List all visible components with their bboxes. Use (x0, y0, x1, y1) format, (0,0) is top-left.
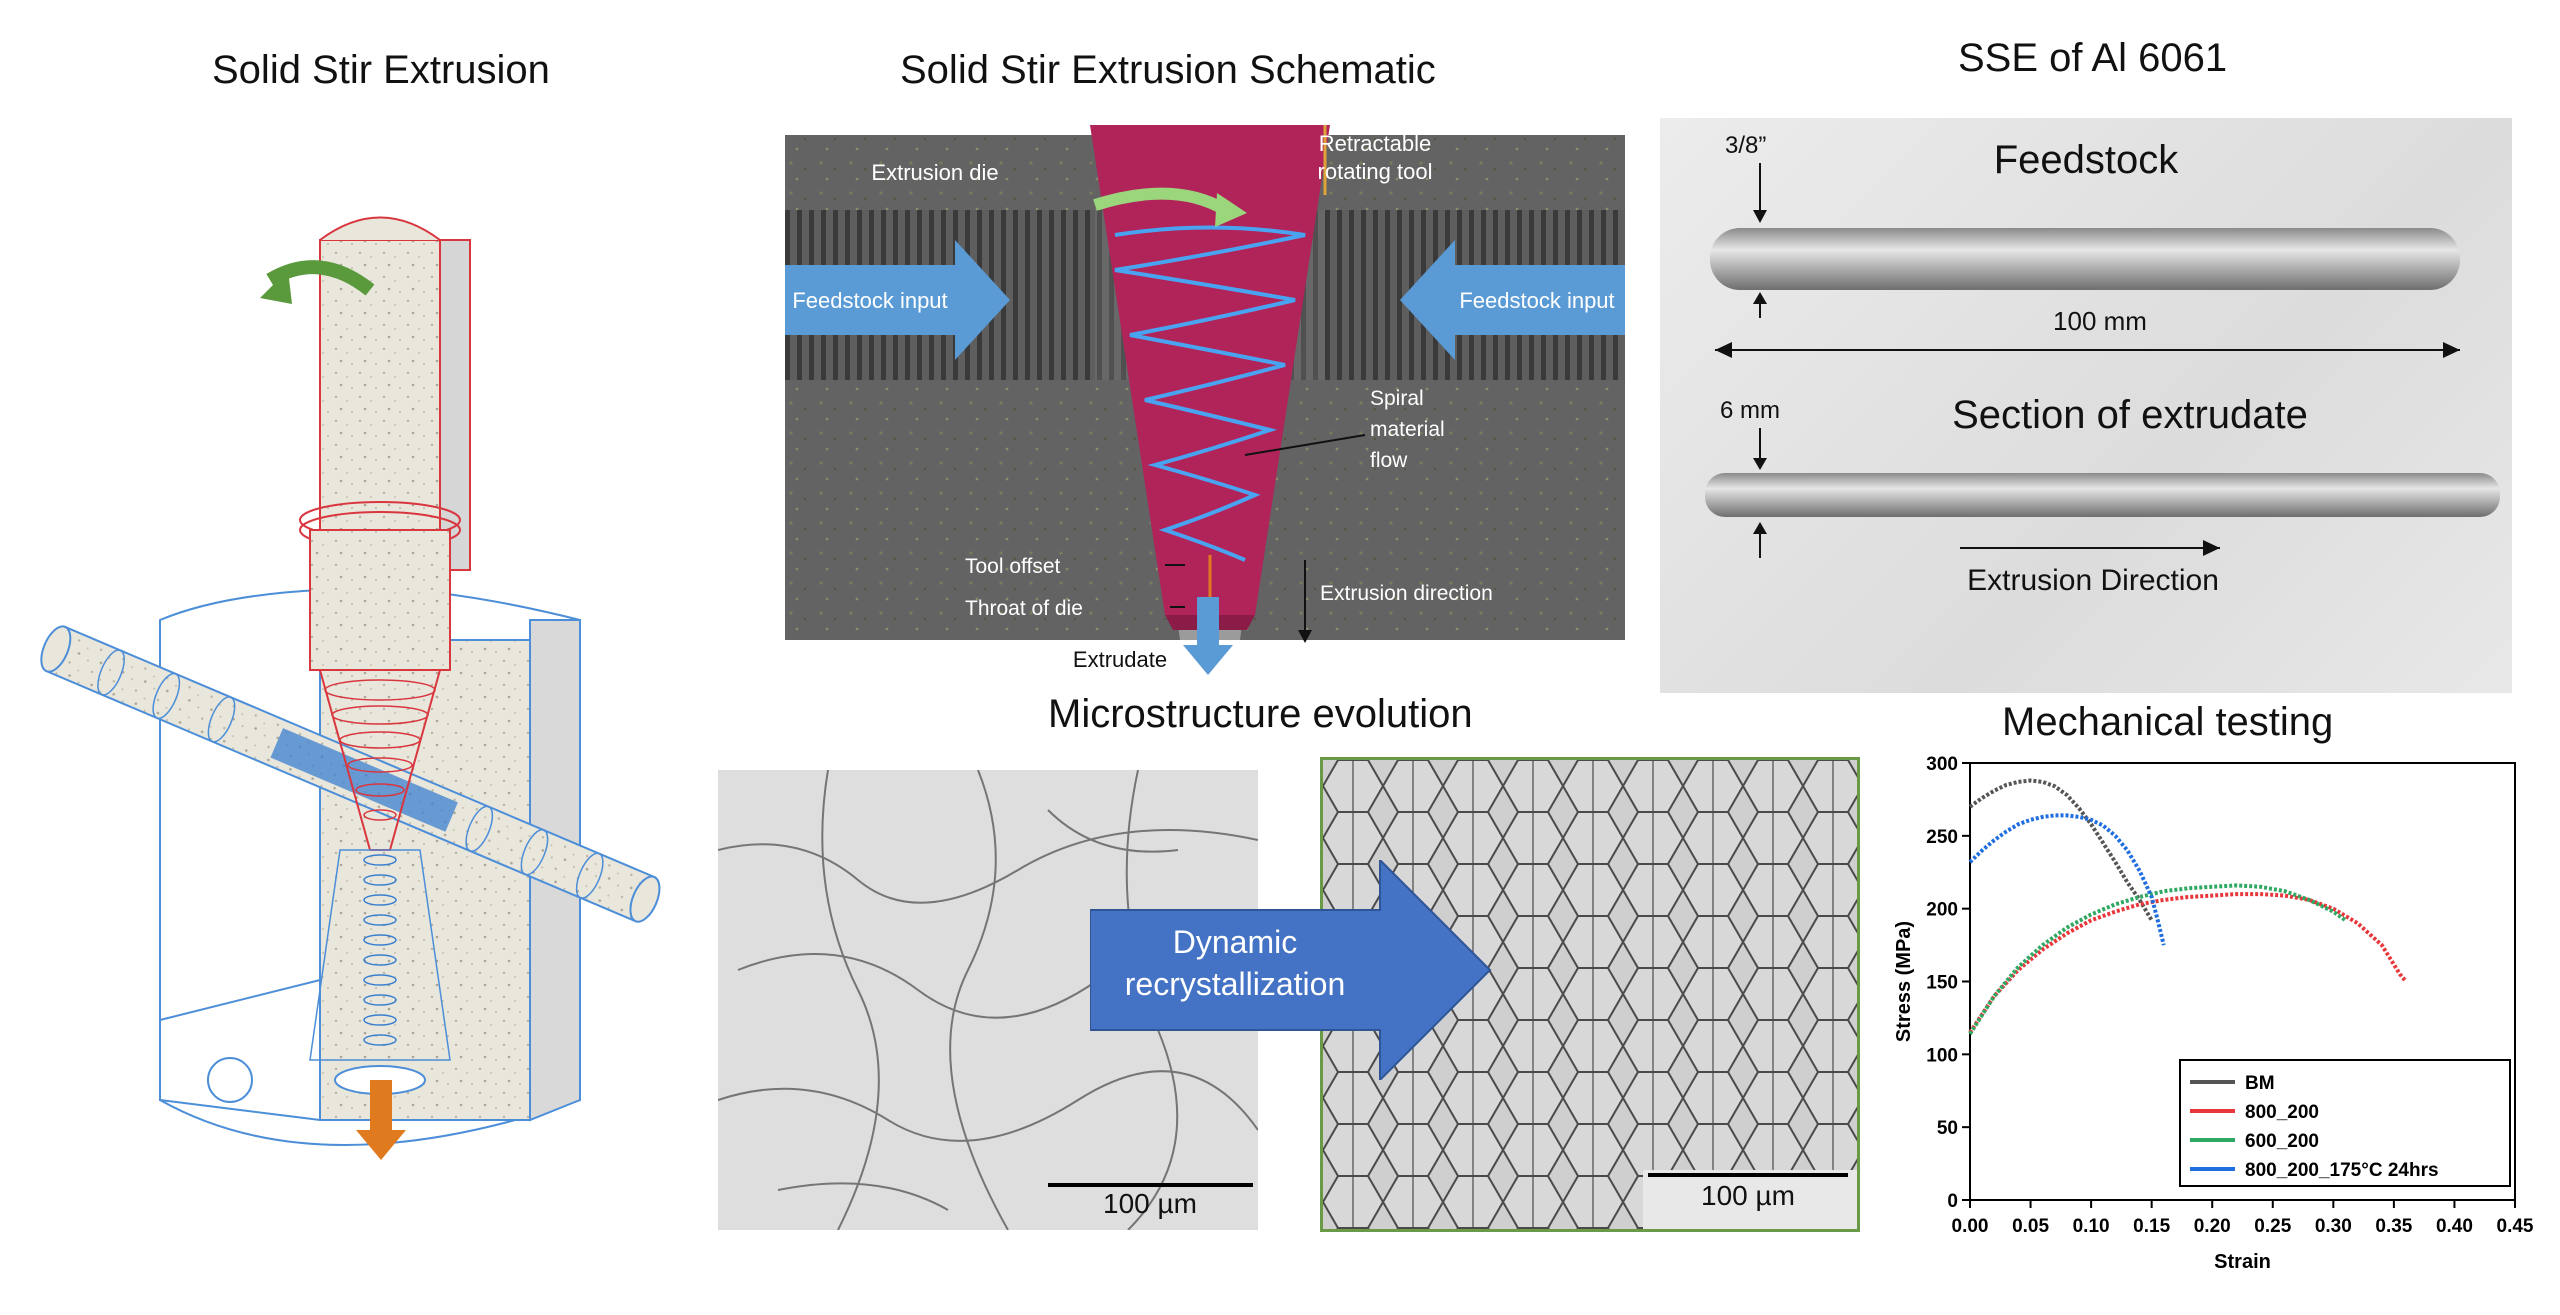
diameter-label: 3/8” (1725, 132, 1766, 159)
x-axis-label: Strain (2214, 1251, 2271, 1273)
rotation-arrow-icon (1093, 187, 1229, 216)
x-tick-label: 0.45 (2497, 1216, 2534, 1237)
retractable-tool-label-2: rotating tool (1318, 159, 1433, 184)
x-tick-label: 0.00 (1952, 1216, 1989, 1237)
feedstock-label: Feedstock (1994, 138, 2180, 182)
length-label: 100 mm (2053, 306, 2147, 336)
x-tick-label: 0.30 (2315, 1216, 2352, 1237)
y-tick-label: 200 (1926, 900, 1958, 921)
title-schematic: Solid Stir Extrusion Schematic (900, 48, 1436, 92)
recrystallization-arrow: Dynamic recrystallization (1090, 860, 1510, 1080)
extrusion-direction-label: Extrusion direction (1320, 582, 1493, 605)
legend-label-1: 800_200 (2245, 1102, 2319, 1123)
series-line-1 (1968, 892, 2408, 1034)
feedstock-right-label: Feedstock input (1459, 288, 1614, 313)
feedstock-left-label: Feedstock input (792, 288, 947, 313)
x-tick-label: 0.35 (2375, 1216, 2412, 1237)
rotation-arrow-icon (266, 260, 375, 296)
x-tick-label: 0.15 (2133, 1216, 2170, 1237)
spiral-label-2: material (1370, 418, 1445, 441)
tool-offset-label: Tool offset (965, 555, 1061, 578)
sse-photo-panel: Feedstock 3/8” 100 mm Section of extruda… (1660, 118, 2512, 693)
x-tick-label: 0.40 (2436, 1216, 2473, 1237)
legend-label-2: 600_200 (2245, 1131, 2319, 1152)
title-sse-al6061: SSE of Al 6061 (1958, 36, 2228, 80)
extrudate-diameter-label: 6 mm (1720, 397, 1780, 424)
y-tick-label: 150 (1926, 973, 1958, 994)
y-tick-label: 300 (1926, 754, 1958, 775)
chart-svg: 0.00 0.05 0.10 0.15 0.20 0.25 0.30 0.35 0.40 0.45… (1893, 754, 2534, 1273)
sse-device-illustration (20, 200, 710, 1200)
throat-label: Throat of die (965, 597, 1083, 620)
retractable-tool-label-1: Retractable (1319, 131, 1432, 156)
extrudate-label: Extrudate (1073, 647, 1167, 672)
y-tick-label: 250 (1926, 827, 1958, 848)
title-solid-stir-extrusion: Solid Stir Extrusion (212, 48, 550, 92)
stress-strain-chart: 0.00 0.05 0.10 0.15 0.20 0.25 0.30 0.35 0.40 0.45… (1880, 745, 2540, 1290)
scale-bar-left-label: 100 µm (1103, 1188, 1197, 1219)
recrystallization-label-1: Dynamic (1172, 924, 1298, 960)
spiral-label-1: Spiral (1370, 387, 1424, 410)
spiral-label-3: flow (1370, 449, 1408, 472)
extrusion-die-label: Extrusion die (871, 160, 998, 185)
y-tick-label: 100 (1926, 1045, 1958, 1066)
title-mechanical-testing: Mechanical testing (2002, 700, 2334, 744)
micrograph-base: 100 µm (718, 770, 1258, 1230)
title-microstructure: Microstructure evolution (1048, 692, 1473, 736)
scale-bar-right-label: 100 µm (1701, 1180, 1795, 1211)
x-tick-label: 0.10 (2073, 1216, 2110, 1237)
y-axis-label: Stress (MPa) (1893, 921, 1915, 1042)
series-line-3 (1968, 813, 2166, 946)
legend-label-3: 800_200_175°C 24hrs (2245, 1160, 2439, 1181)
x-tick-label: 0.05 (2012, 1216, 2049, 1237)
extrusion-direction-photo-label: Extrusion Direction (1967, 564, 2219, 597)
y-tick-label: 50 (1937, 1118, 1958, 1139)
series-line-0 (1968, 778, 2154, 922)
recrystallization-label-2: recrystallization (1124, 966, 1346, 1002)
legend-label-0: BM (2245, 1073, 2275, 1094)
x-tick-label: 0.25 (2254, 1216, 2291, 1237)
y-tick-label: 0 (1947, 1191, 1958, 1212)
x-tick-label: 0.20 (2194, 1216, 2231, 1237)
sse-schematic: Feedstock input Feedstock input Retracta… (785, 125, 1635, 685)
section-label: Section of extrudate (1952, 393, 2308, 437)
